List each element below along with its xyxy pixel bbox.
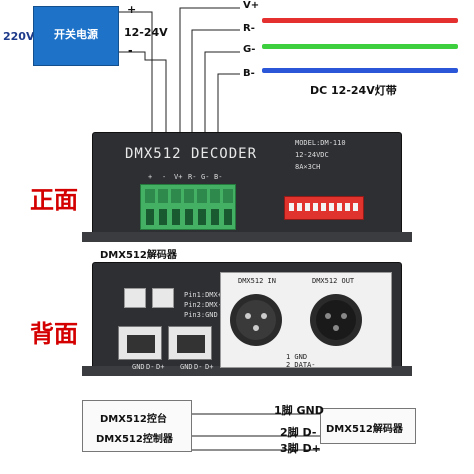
- wire-label-b: B-: [243, 68, 255, 79]
- wire-label-r: R-: [243, 23, 255, 34]
- plus-label: +: [127, 3, 137, 16]
- xlr-connectors[interactable]: [226, 288, 386, 352]
- decoder-section-label: DMX512解码器: [100, 250, 177, 261]
- console-label-2: DMX512控制器: [96, 434, 173, 445]
- channel-lines: [192, 413, 320, 451]
- wire-minus: [119, 51, 167, 178]
- wire-plus: [119, 11, 153, 178]
- terminal-label-b: B-: [214, 173, 223, 181]
- channel-1-label: 1脚 GND: [274, 404, 324, 417]
- console-label-1: DMX512控台: [100, 414, 167, 425]
- dmx-in-label: DMX512 IN: [238, 277, 276, 285]
- jack2-label-dplus: D+: [205, 363, 214, 371]
- model-spec: MODEL:DM-110: [295, 139, 346, 147]
- rj45-port-2: [177, 335, 205, 353]
- front-mount-flange: [82, 232, 412, 242]
- back-side-label: 背面: [30, 320, 78, 348]
- strip-bar-red-top: [262, 18, 458, 23]
- dmx-out-label: DMX512 OUT: [312, 277, 355, 285]
- dip-switch-levers: [289, 203, 358, 211]
- voltage-spec: 12-24VDC: [295, 151, 329, 159]
- input-voltage-label: 220V: [3, 30, 35, 43]
- strip-bar-blue: [262, 68, 458, 73]
- console-box: [82, 400, 192, 452]
- strip-bar-green: [262, 44, 458, 49]
- back-mount-flange: [82, 366, 412, 376]
- terminal-label-r: R-: [188, 173, 197, 181]
- wire-label-g: G-: [243, 44, 256, 55]
- dip-switch[interactable]: [284, 196, 364, 220]
- channel-2-label: 2脚 D-: [280, 426, 317, 439]
- terminal-label-minus: -: [162, 173, 167, 181]
- device-title: DMX512 DECODER: [125, 146, 258, 162]
- terminal-label-plus: +: [148, 173, 153, 181]
- power-supply: [33, 6, 119, 66]
- terminal-label-g: G-: [201, 173, 210, 181]
- wire-vplus: [179, 7, 240, 178]
- wire-r: [191, 29, 240, 178]
- jack2-label-dminus: D-: [194, 363, 203, 371]
- pin-text-3: Pin3:GND: [184, 311, 218, 319]
- current-spec: 8A×3CH: [295, 163, 321, 171]
- terminal-block: [140, 184, 236, 230]
- pin-table-1: 1 GND: [286, 353, 308, 361]
- rj45-jack-1[interactable]: [118, 326, 162, 360]
- decoder-box-label: DMX512解码器: [326, 424, 403, 435]
- channel-3-label: 3脚 D+: [280, 442, 321, 455]
- output-voltage-label: 12-24V: [124, 26, 168, 39]
- power-supply-label: 开关电源: [54, 28, 98, 41]
- front-side-label: 正面: [30, 186, 78, 214]
- rj45-jack-2[interactable]: [168, 326, 212, 360]
- wire-label-vplus: V+: [243, 0, 260, 11]
- decoder-box: [320, 408, 416, 444]
- jack1-label-gnd: GND: [132, 363, 145, 371]
- strip-label: DC 12-24V灯带: [310, 84, 397, 97]
- rj-jack-small-1[interactable]: [124, 288, 146, 308]
- pin-table-2: 2 DATA-: [286, 361, 316, 369]
- pin-text-1: Pin1:DMX+: [184, 291, 222, 299]
- rj45-port-1: [127, 335, 155, 353]
- jack1-label-dminus: D-: [146, 363, 155, 371]
- terminal-label-vplus: V+: [174, 173, 183, 181]
- jack2-label-gnd: GND: [180, 363, 193, 371]
- minus-label: -: [128, 44, 133, 57]
- rj-jack-small-2[interactable]: [152, 288, 174, 308]
- terminal-screws: [145, 189, 233, 225]
- jack1-label-dplus: D+: [156, 363, 165, 371]
- pin-text-2: Pin2:DMX-: [184, 301, 222, 309]
